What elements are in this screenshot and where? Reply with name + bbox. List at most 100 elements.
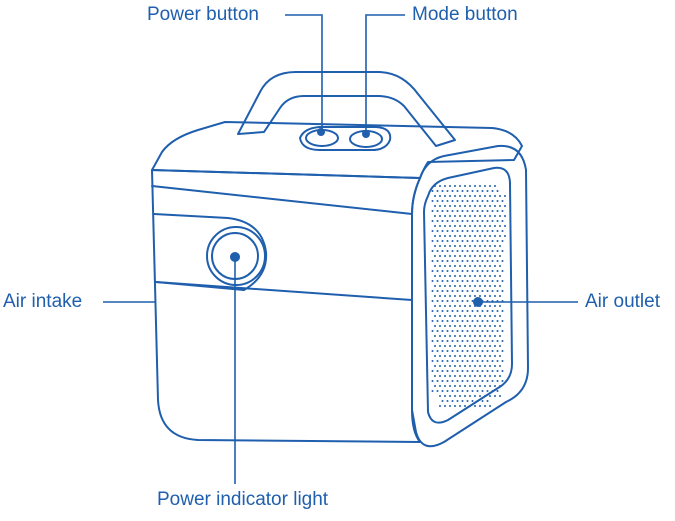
- grille-dot: [434, 265, 436, 267]
- grille-dot: [446, 260, 449, 262]
- grille-dot: [454, 265, 456, 267]
- grille-dot: [496, 260, 499, 262]
- grille-dot: [474, 385, 476, 387]
- indicator-ring-outer: [206, 226, 266, 286]
- grille-dot: [476, 230, 479, 232]
- grille-dot: [471, 250, 474, 252]
- grille-dot: [439, 295, 441, 297]
- grille-dot: [499, 205, 501, 207]
- grille-dot: [461, 320, 464, 322]
- grille-dot: [431, 330, 434, 332]
- grille-dot: [451, 250, 454, 252]
- grille-dot: [439, 245, 441, 247]
- button-recess: [299, 126, 392, 151]
- grille-dot: [446, 350, 449, 352]
- grille-dot: [496, 190, 499, 192]
- grille-dot: [474, 195, 476, 197]
- grille-dot: [499, 225, 501, 227]
- grille-dot: [439, 225, 441, 227]
- grille-dot: [484, 385, 486, 387]
- grille-dot: [499, 335, 501, 337]
- grille-dot: [454, 275, 456, 277]
- grille-dot: [439, 255, 441, 257]
- grille-dot: [491, 240, 494, 242]
- grille-dot: [446, 310, 449, 312]
- grille-dot: [469, 355, 471, 357]
- grille-dot: [461, 280, 464, 282]
- grille-dot: [449, 265, 451, 267]
- grille-dot: [441, 320, 444, 322]
- grille-dot: [474, 235, 476, 237]
- grille-dot: [484, 205, 486, 207]
- grille-dot: [479, 385, 481, 387]
- grille-dot: [496, 210, 499, 212]
- grille-dot: [446, 370, 449, 372]
- grille-dot: [464, 205, 466, 207]
- grille-dot: [459, 405, 461, 407]
- side-frame-inner: [423, 166, 513, 424]
- grille-dot: [431, 290, 434, 292]
- grille-dot: [466, 240, 469, 242]
- grille-dot: [471, 300, 474, 302]
- grille-dot: [484, 345, 486, 347]
- grille-dot: [456, 280, 459, 282]
- grille-dot: [501, 370, 504, 372]
- grille-dot: [444, 315, 446, 317]
- grille-dot: [489, 375, 491, 377]
- grille-dot: [464, 365, 466, 367]
- grille-dot: [481, 320, 484, 322]
- grille-dot: [461, 380, 464, 382]
- grille-dot: [489, 275, 491, 277]
- grille-dot: [499, 235, 501, 237]
- grille-dot: [464, 245, 466, 247]
- grille-dot: [496, 340, 499, 342]
- grille-dot: [479, 265, 481, 267]
- grille-dot: [474, 325, 476, 327]
- grille-dot: [499, 215, 501, 217]
- grille-dot: [504, 205, 506, 207]
- grille-dot: [486, 400, 489, 402]
- grille-dot: [461, 290, 464, 292]
- grille-dot: [471, 240, 474, 242]
- label-mode-button: Mode button: [412, 4, 518, 25]
- grille-dot: [456, 250, 459, 252]
- grille-dot: [476, 360, 479, 362]
- grille-dot: [444, 335, 446, 337]
- grille-dot: [439, 315, 441, 317]
- grille-dot: [479, 215, 481, 217]
- grille-dot: [461, 230, 464, 232]
- grille-dot: [491, 220, 494, 222]
- grille-dot: [454, 185, 456, 187]
- grille-dot: [466, 260, 469, 262]
- grille-dot: [434, 245, 436, 247]
- grille-dot: [489, 225, 491, 227]
- grille-dot: [454, 325, 456, 327]
- grille-dot: [446, 220, 449, 222]
- grille-dot: [491, 250, 494, 252]
- grille-dot: [446, 190, 449, 192]
- grille-dot: [494, 185, 496, 187]
- grille-dot: [441, 370, 444, 372]
- grille-dot: [449, 405, 451, 407]
- grille-dot: [471, 310, 474, 312]
- grille-dot: [441, 330, 444, 332]
- grille-dot: [496, 370, 499, 372]
- grille-dot: [481, 370, 484, 372]
- grille-dot: [444, 325, 446, 327]
- grille-dot: [451, 380, 454, 382]
- grille-dot: [494, 395, 496, 397]
- grille-dot: [471, 270, 474, 272]
- grille-dot: [464, 325, 466, 327]
- grille-dot: [464, 295, 466, 297]
- grille-dot: [479, 275, 481, 277]
- grille-dot: [449, 205, 451, 207]
- grille-dot: [459, 325, 461, 327]
- grille-dot: [451, 320, 454, 322]
- grille-dot: [471, 280, 474, 282]
- grille-dot: [491, 360, 494, 362]
- grille-dot: [446, 280, 449, 282]
- grille-dot: [501, 340, 504, 342]
- grille-dot: [474, 375, 476, 377]
- grille-dot: [466, 310, 469, 312]
- grille-dot: [476, 240, 479, 242]
